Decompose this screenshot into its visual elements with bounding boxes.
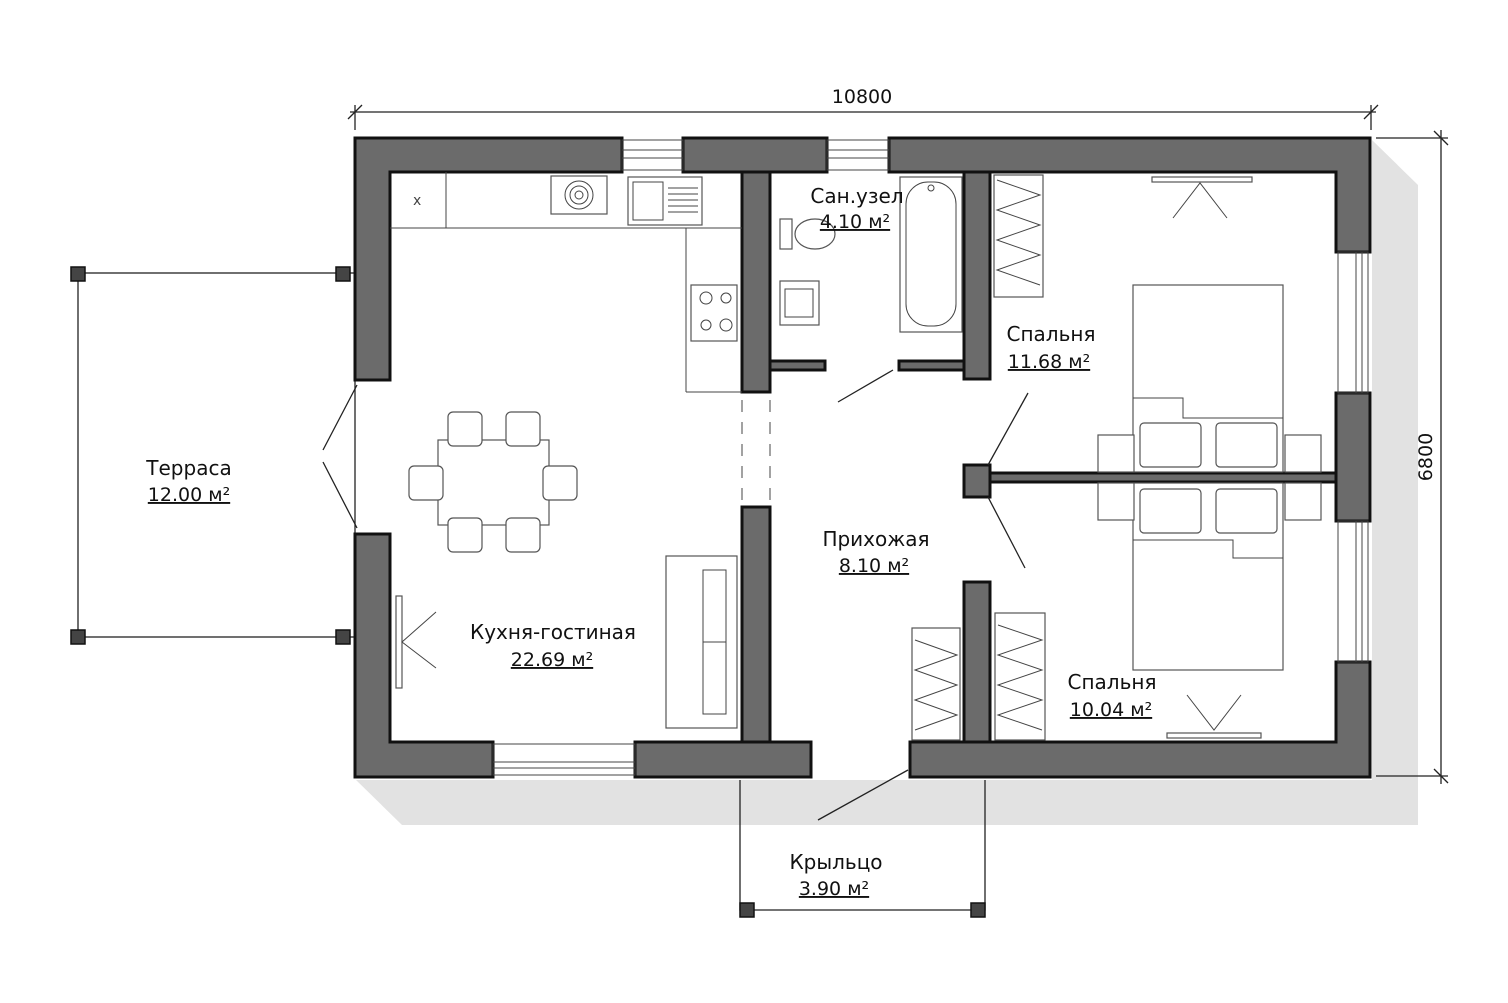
bedroom2-name: Спальня [1068,670,1157,694]
svg-text:x: x [413,193,421,209]
room-label-bedroom2: Спальня 10.04 м² [1068,670,1157,721]
height-dimension: 6800 [1376,130,1449,784]
width-dimension: 10800 [347,86,1379,130]
terrace [70,266,356,645]
porch-area: 3.90 м² [799,878,869,900]
terrace-area: 12.00 м² [148,484,230,506]
room-label-terrace: Терраса 12.00 м² [145,456,231,506]
bathroom-area: 4.10 м² [820,211,890,233]
porch [739,780,986,918]
bedroom1-area: 11.68 м² [1008,351,1090,373]
room-label-kitchen: Кухня-гостиная 22.69 м² [470,620,636,671]
kitchen-name: Кухня-гостиная [470,620,636,644]
sink-drainboard-lines [668,187,698,213]
windows [492,139,1369,776]
bedroom2-area: 10.04 м² [1070,699,1152,721]
height-dimension-label: 6800 [1415,433,1437,481]
terrace-name: Терраса [145,456,231,480]
walls [353,136,1372,779]
bathroom-name: Сан.узел [810,184,903,208]
kitchen-area: 22.69 м² [511,649,593,671]
room-label-bathroom: Сан.узел 4.10 м² [810,184,903,233]
bathroom-furniture [779,176,963,333]
kitchen-furniture: x [390,172,742,729]
room-label-bedroom1: Спальня 11.68 м² [1007,322,1096,373]
room-label-porch: Крыльцо 3.90 м² [789,850,882,900]
bedroom1-furniture [993,174,1322,473]
hallway-name: Прихожая [822,527,929,551]
bedroom2-furniture [911,482,1322,741]
porch-name: Крыльцо [789,850,882,874]
bedroom1-name: Спальня [1007,322,1096,346]
doors [322,369,1029,821]
hallway-area: 8.10 м² [839,555,909,577]
room-label-hallway: Прихожая 8.10 м² [822,527,929,577]
width-dimension-label: 10800 [832,86,892,108]
